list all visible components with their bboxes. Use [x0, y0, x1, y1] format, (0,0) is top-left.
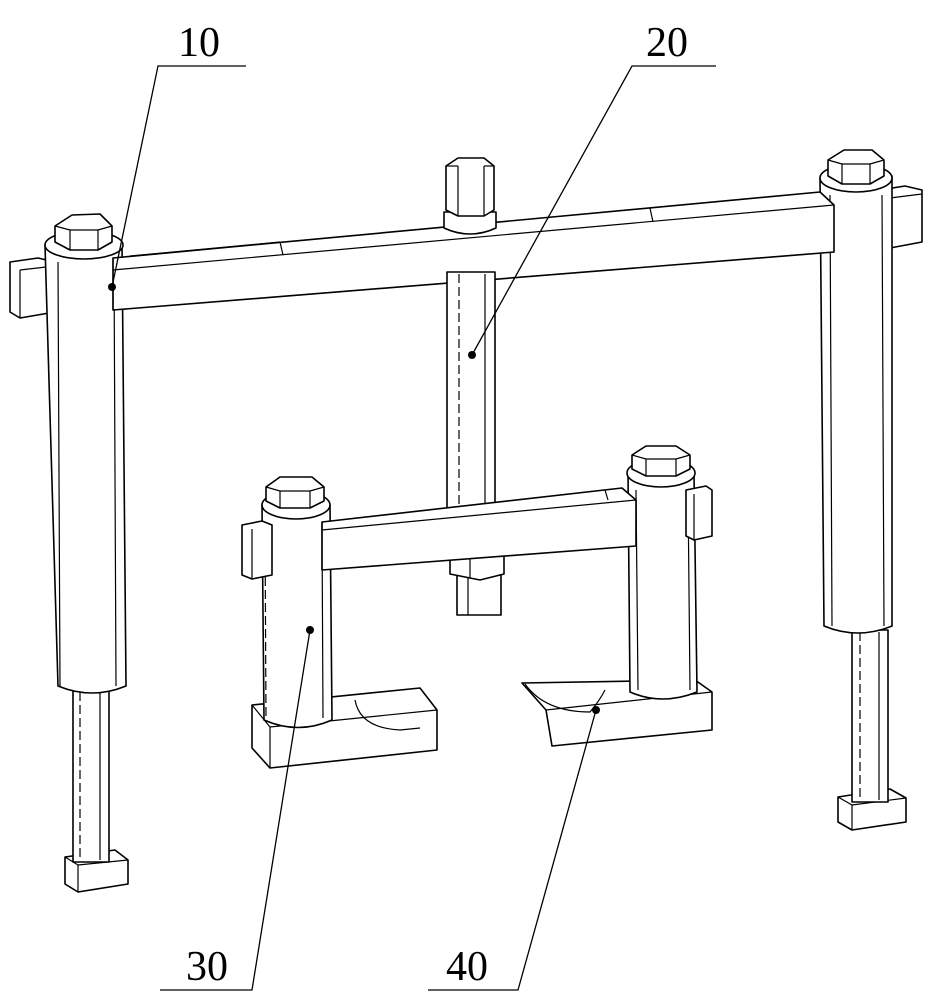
- callout-40: 40: [446, 944, 488, 990]
- callout-10: 10: [178, 20, 220, 66]
- callout-20: 20: [646, 20, 688, 66]
- callout-30: 30: [186, 944, 228, 990]
- left-leg: [10, 214, 128, 892]
- right-leg: [820, 150, 922, 830]
